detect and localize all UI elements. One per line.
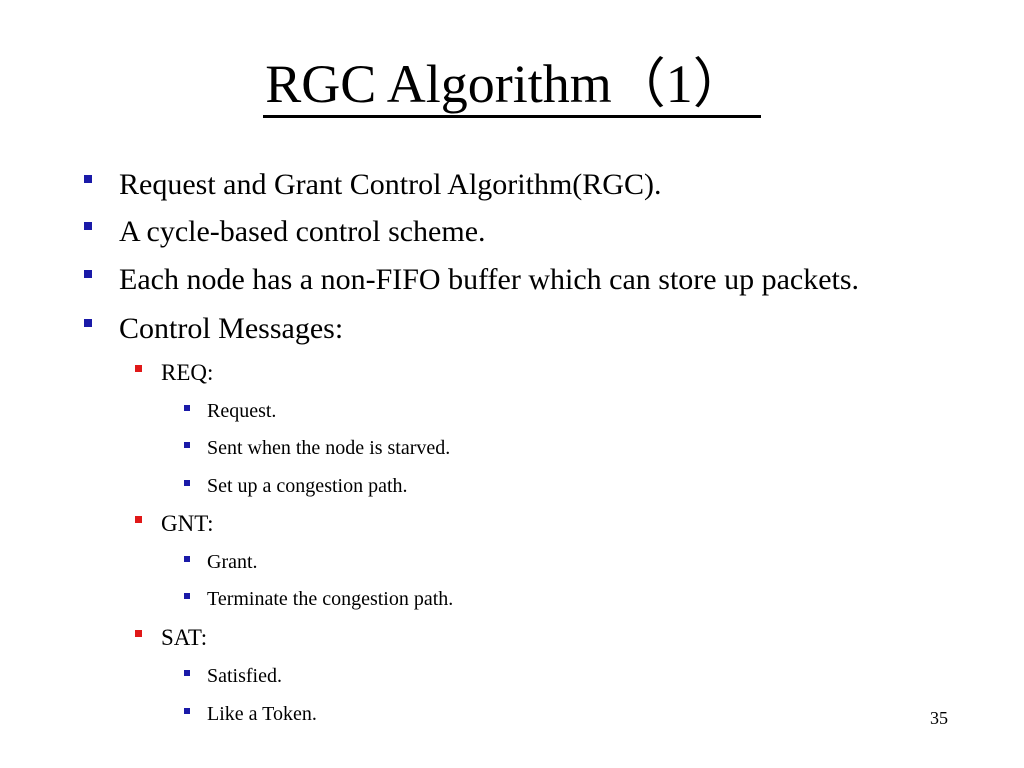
sub-sub-bullet-text: Sent when the node is starved.	[207, 437, 451, 459]
square-bullet-icon	[184, 442, 190, 448]
square-bullet-icon	[84, 319, 92, 327]
slide-title: RGC Algorithm（1）	[0, 52, 1024, 118]
sub-bullet-item: SAT:	[135, 624, 207, 652]
sub-bullet-item: REQ:	[135, 359, 213, 387]
bullet-text: A cycle-based control scheme.	[119, 215, 486, 248]
square-bullet-icon	[135, 629, 142, 637]
square-bullet-icon	[135, 515, 142, 523]
page-number: 35	[930, 708, 948, 728]
sub-bullet-text: GNT:	[161, 511, 214, 536]
sub-sub-bullet-text: Set up a congestion path.	[207, 475, 408, 497]
sub-sub-bullet-item: Set up a congestion path.	[184, 474, 408, 498]
sub-sub-bullet-text: Terminate the congestion path.	[207, 588, 454, 610]
bullet-text: Each node has a non-FIFO buffer which ca…	[119, 263, 860, 296]
bullet-text: Control Messages:	[119, 312, 344, 345]
sub-sub-bullet-item: Satisfied.	[184, 664, 282, 688]
bullet-item: Each node has a non-FIFO buffer which ca…	[84, 262, 859, 298]
slide-title-text: RGC Algorithm（1）	[263, 53, 761, 118]
square-bullet-icon	[184, 593, 190, 599]
square-bullet-icon	[184, 405, 190, 411]
square-bullet-icon	[84, 222, 92, 230]
square-bullet-icon	[184, 480, 190, 486]
sub-sub-bullet-text: Satisfied.	[207, 665, 282, 687]
square-bullet-icon	[135, 364, 142, 372]
sub-sub-bullet-item: Terminate the congestion path.	[184, 587, 453, 611]
bullet-item: Request and Grant Control Algorithm(RGC)…	[84, 167, 661, 203]
square-bullet-icon	[184, 670, 190, 676]
sub-bullet-text: REQ:	[161, 360, 214, 385]
bullet-text: Request and Grant Control Algorithm(RGC)…	[119, 168, 662, 201]
sub-bullet-item: GNT:	[135, 510, 214, 538]
sub-sub-bullet-item: Grant.	[184, 550, 258, 574]
sub-sub-bullet-item: Like a Token.	[184, 702, 317, 726]
bullet-item: Control Messages:	[84, 311, 343, 347]
sub-sub-bullet-text: Grant.	[207, 551, 258, 573]
sub-sub-bullet-item: Request.	[184, 399, 276, 423]
square-bullet-icon	[84, 175, 92, 183]
square-bullet-icon	[84, 270, 92, 278]
sub-sub-bullet-text: Request.	[207, 400, 277, 422]
bullet-item: A cycle-based control scheme.	[84, 214, 486, 250]
sub-bullet-text: SAT:	[161, 625, 208, 650]
sub-sub-bullet-text: Like a Token.	[207, 703, 317, 725]
square-bullet-icon	[184, 708, 190, 714]
square-bullet-icon	[184, 556, 190, 562]
sub-sub-bullet-item: Sent when the node is starved.	[184, 436, 450, 460]
